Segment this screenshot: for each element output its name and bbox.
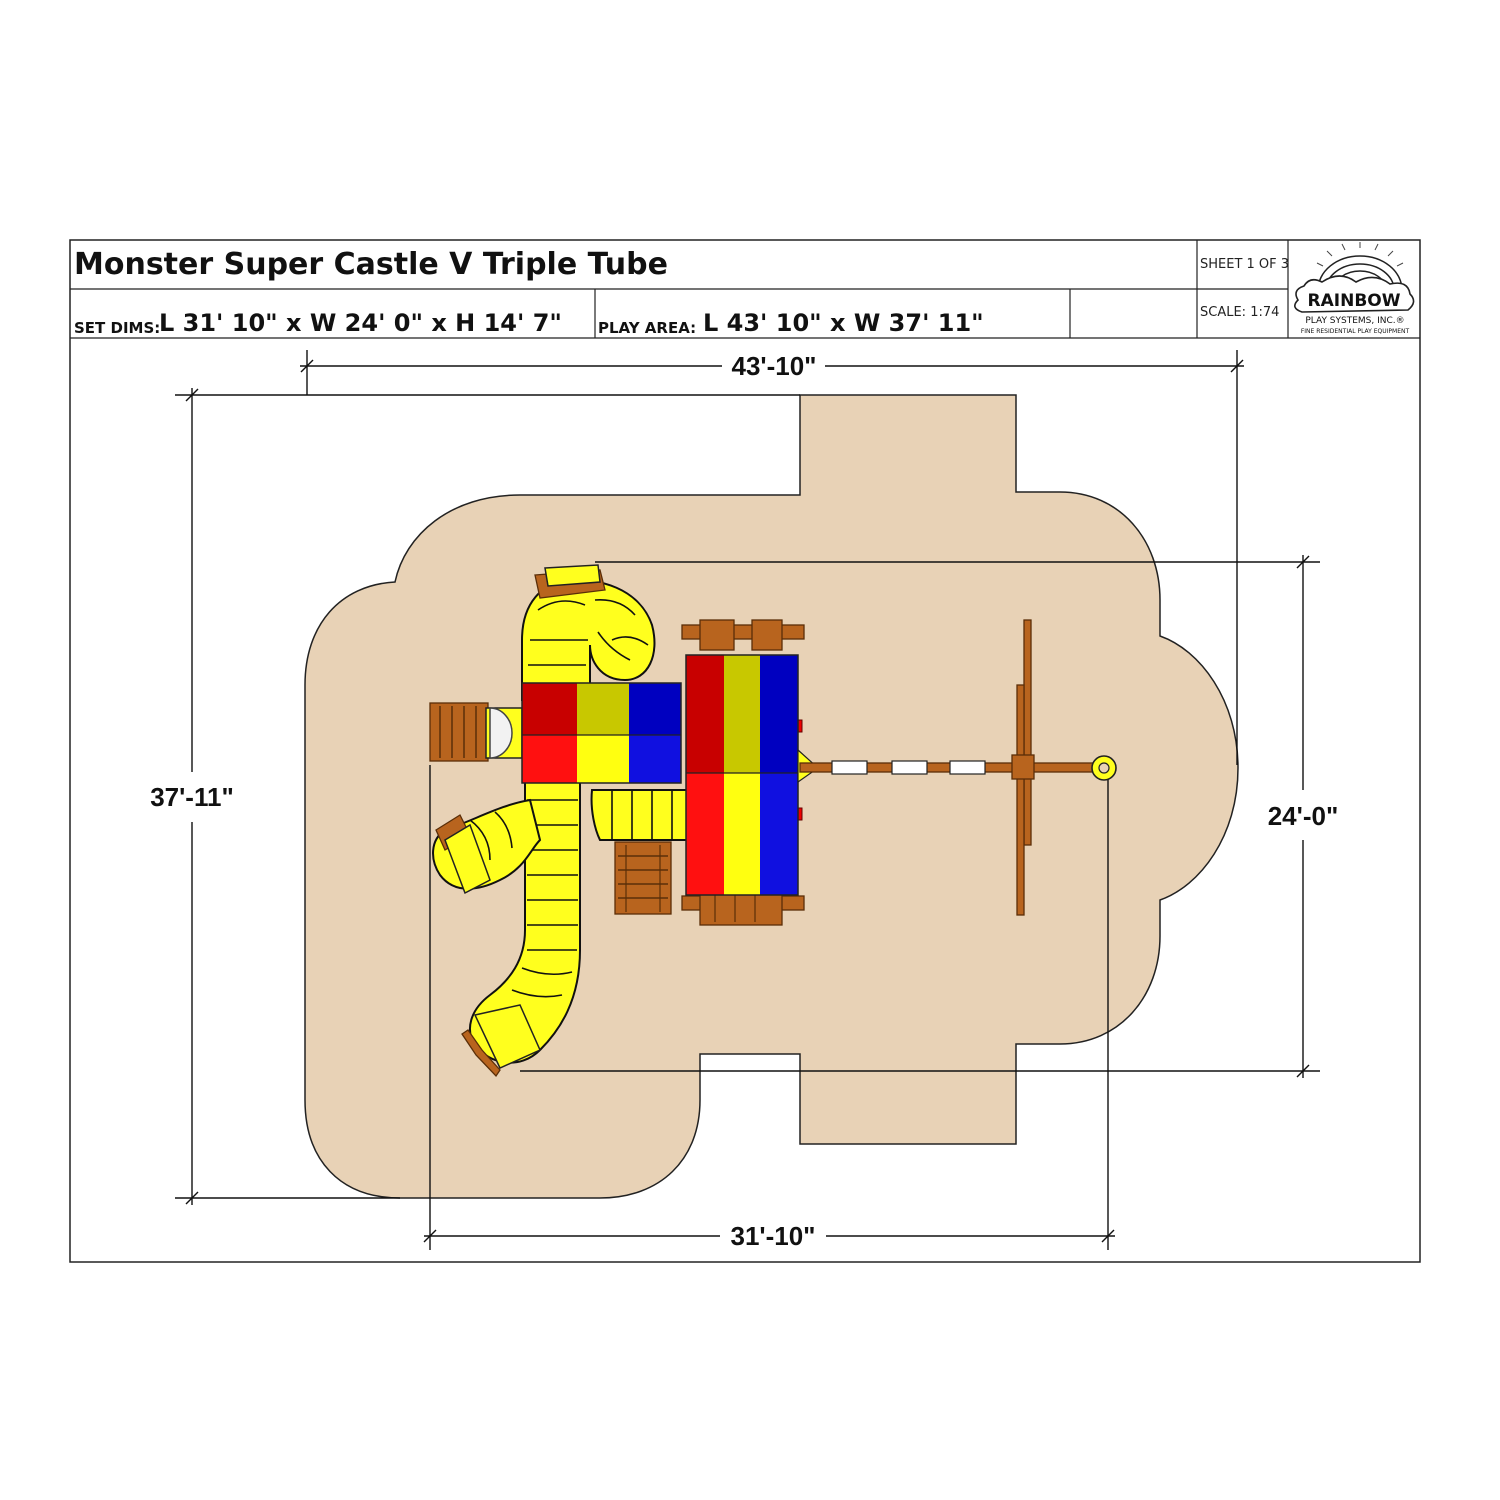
set-length-label: 31'-10" bbox=[730, 1221, 815, 1251]
logo-subtitle: PLAY SYSTEMS, INC.® bbox=[1305, 316, 1404, 326]
swing-beam bbox=[799, 760, 1106, 775]
sun-rays-icon bbox=[1316, 242, 1404, 267]
logo-tagline: FINE RESIDENTIAL PLAY EQUIPMENT bbox=[1301, 328, 1410, 335]
side-tube-slide bbox=[432, 798, 542, 895]
drawing-scale: SCALE: 1:74 bbox=[1200, 305, 1279, 320]
rock-wall-ladder bbox=[429, 702, 489, 762]
play-area-label: PLAY AREA: bbox=[598, 319, 696, 337]
access-ramp bbox=[614, 841, 672, 915]
play-area-value: L 43' 10" x W 37' 11" bbox=[703, 309, 984, 337]
main-tower-frame bbox=[681, 619, 805, 926]
drawing-title: Monster Super Castle V Triple Tube bbox=[74, 247, 668, 282]
set-width-label: 24'-0" bbox=[1268, 801, 1339, 831]
dimension-play-area-length: 43'-10" bbox=[300, 350, 1244, 765]
dimension-set-length: 31'-10" bbox=[423, 765, 1115, 1251]
play-area-length-label: 43'-10" bbox=[731, 351, 816, 381]
main-tower-roof bbox=[685, 654, 799, 896]
rainbow-logo: RAINBOW PLAY SYSTEMS, INC.® FINE RESIDEN… bbox=[1294, 242, 1415, 335]
play-area-width-label: 37'-11" bbox=[150, 782, 234, 812]
set-dims-label: SET DIMS: bbox=[74, 319, 160, 337]
lower-tube-slide bbox=[461, 781, 581, 1078]
sheet-border bbox=[69, 239, 1421, 1263]
logo-name: RAINBOW bbox=[1308, 291, 1401, 311]
set-dims-value: L 31' 10" x W 24' 0" x H 14' 7" bbox=[159, 309, 562, 337]
dimension-play-area-width: 37'-11" bbox=[150, 388, 800, 1205]
bubble-panel bbox=[485, 707, 523, 759]
left-tower-roof bbox=[521, 682, 682, 784]
wave-tube-slide bbox=[590, 789, 691, 841]
cloud-icon bbox=[1294, 275, 1415, 313]
dimension-set-width: 24'-0" bbox=[520, 555, 1338, 1078]
title-block: Monster Super Castle V Triple Tube SHEET… bbox=[69, 239, 1421, 1263]
upper-tube-slide bbox=[521, 564, 656, 701]
sheet-number: SHEET 1 OF 3 bbox=[1200, 257, 1289, 272]
a-frame-legs bbox=[1011, 619, 1035, 916]
tire-swing bbox=[1091, 755, 1117, 781]
